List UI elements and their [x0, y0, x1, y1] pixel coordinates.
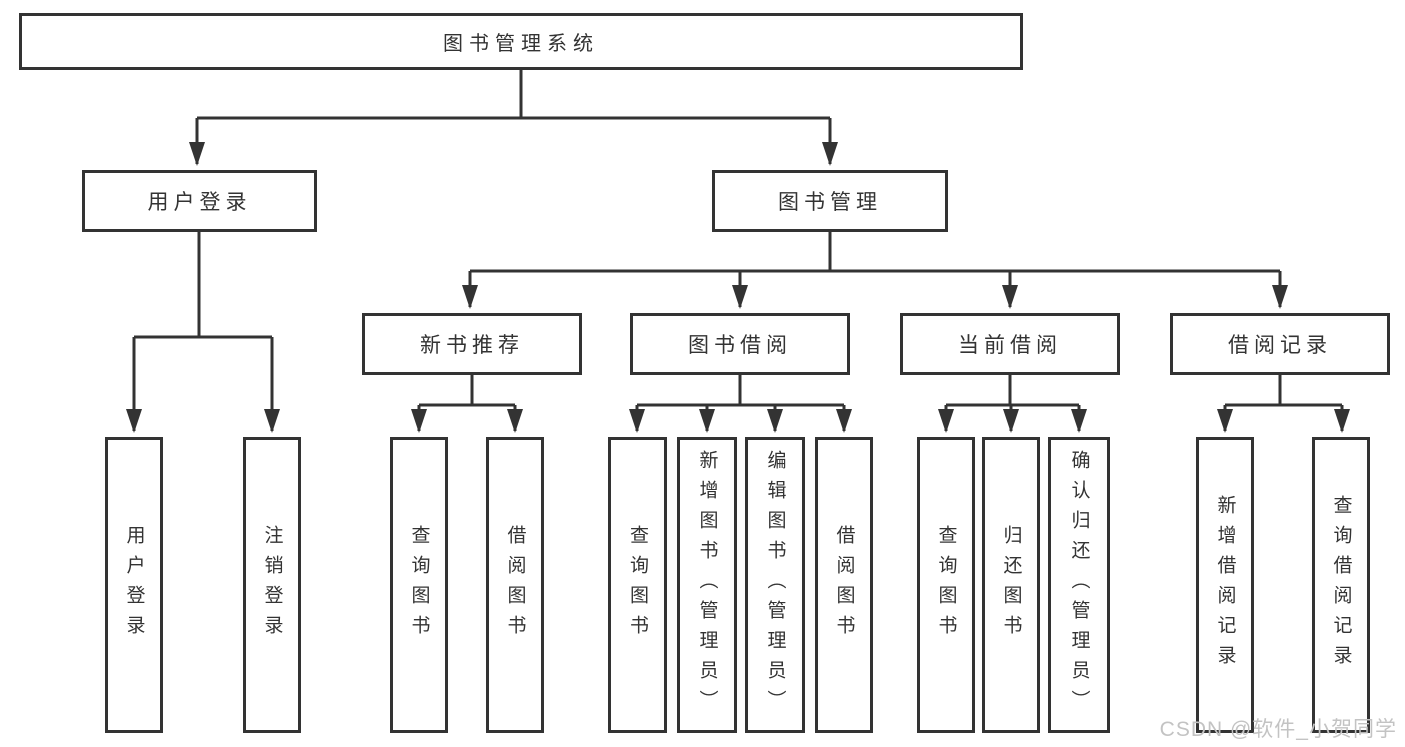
node-label: 用户登录	[147, 191, 252, 214]
node-label: 编辑图书（管理员）	[764, 450, 786, 720]
leaf-add-borrow-record: 新增借阅记录	[1196, 437, 1254, 733]
node-label: 用户登录	[123, 525, 145, 645]
watermark: CSDN @软件_小贺同学	[1159, 718, 1397, 741]
node-label: 图书管理系统	[443, 33, 599, 55]
leaf-query-borrow-record: 查询借阅记录	[1312, 437, 1370, 733]
leaf-edit-book-admin: 编辑图书（管理员）	[745, 437, 805, 733]
leaf-confirm-return-admin: 确认归还（管理员）	[1048, 437, 1110, 733]
leaf-return-books: 归还图书	[982, 437, 1040, 733]
node-label: 查询借阅记录	[1330, 495, 1352, 675]
node-book-borrowing: 图书借阅	[630, 313, 850, 375]
node-new-book-recommendation: 新书推荐	[362, 313, 582, 375]
node-label: 图书管理	[778, 191, 882, 214]
leaf-query-books-borrow: 查询图书	[608, 437, 667, 733]
node-label: 图书借阅	[688, 334, 792, 357]
leaf-logout: 注销登录	[243, 437, 301, 733]
leaf-borrow-books-borrow: 借阅图书	[815, 437, 873, 733]
node-label: 新书推荐	[420, 334, 524, 357]
node-label: 归还图书	[1000, 525, 1022, 645]
node-current-borrowing: 当前借阅	[900, 313, 1120, 375]
node-label: 借阅图书	[833, 525, 855, 645]
node-label: 借阅图书	[504, 525, 526, 645]
leaf-add-book-admin: 新增图书（管理员）	[677, 437, 737, 733]
node-label: 借阅记录	[1228, 334, 1332, 357]
node-label: 当前借阅	[958, 334, 1062, 357]
leaf-borrow-books-recommend: 借阅图书	[486, 437, 544, 733]
node-label: 新增借阅记录	[1214, 495, 1236, 675]
node-label: 查询图书	[935, 525, 957, 645]
node-borrowing-records: 借阅记录	[1170, 313, 1390, 375]
leaf-query-books-current: 查询图书	[917, 437, 975, 733]
leaf-user-login: 用户登录	[105, 437, 163, 733]
leaf-query-books-recommend: 查询图书	[390, 437, 448, 733]
node-label: 查询图书	[627, 525, 648, 645]
node-library-system: 图书管理系统	[19, 13, 1023, 70]
node-label: 注销登录	[261, 525, 283, 645]
node-user-login: 用户登录	[82, 170, 317, 232]
node-label: 查询图书	[408, 525, 430, 645]
node-label: 新增图书（管理员）	[696, 450, 718, 720]
node-label: 确认归还（管理员）	[1068, 450, 1090, 720]
node-book-management: 图书管理	[712, 170, 948, 232]
